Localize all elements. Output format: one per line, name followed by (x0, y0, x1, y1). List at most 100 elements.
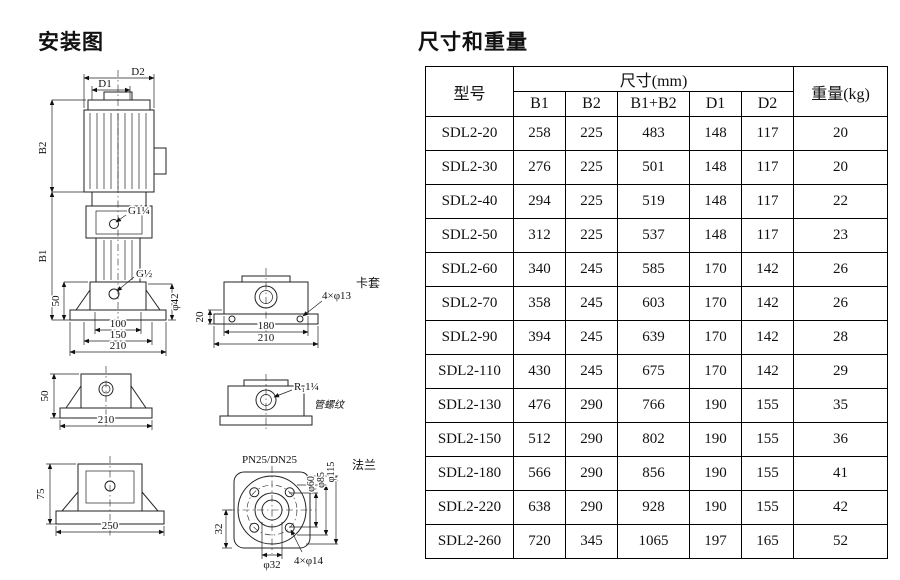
b2-cell: 345 (565, 524, 618, 559)
side-large-dim-250-label: 250 (102, 520, 119, 532)
weight-header: 重量(kg) (793, 66, 889, 117)
clamp-holes-label: 4×φ13 (322, 290, 352, 302)
b2-cell: 225 (565, 116, 618, 151)
b1b2-cell: 802 (617, 422, 690, 457)
dim-100-label: 100 (110, 318, 127, 330)
d2-cell: 117 (740, 116, 795, 151)
d1-cell: 170 (689, 320, 742, 355)
table-header-row-1: 型号 尺寸(mm) 重量(kg) (425, 66, 889, 117)
dimensions-title: 尺寸和重量 (418, 30, 528, 54)
b1b2-cell: 519 (617, 184, 690, 219)
clamp-note-label: 卡套 (356, 276, 380, 290)
b1b2-cell: 639 (617, 320, 690, 355)
b1b2-cell: 603 (617, 286, 690, 321)
weight-cell: 29 (793, 354, 889, 389)
weight-cell: 26 (793, 286, 889, 321)
d1-cell: 190 (689, 388, 742, 423)
b1-cell: 512 (513, 422, 566, 457)
dim-d2-label: D2 (131, 66, 144, 78)
b1-cell: 312 (513, 218, 566, 253)
side-view-large-dimensions (46, 463, 165, 536)
b1b2-cell: 766 (617, 388, 690, 423)
dim-sub-header: D1 (689, 91, 742, 117)
side-large-dim-75-label: 75 (35, 488, 47, 500)
b2-cell: 225 (565, 184, 618, 219)
model-cell: SDL2-70 (425, 286, 514, 321)
b2-cell: 290 (565, 456, 618, 491)
dim-50-label: 50 (50, 295, 62, 307)
d1-cell: 197 (689, 524, 742, 559)
clamp-dim-210-label: 210 (258, 332, 275, 344)
pump-assembly-dimensions (49, 74, 176, 356)
d1-cell: 190 (689, 456, 742, 491)
d1-cell: 170 (689, 286, 742, 321)
flange-dimensions (222, 475, 339, 559)
side-small-dim-50-label: 50 (39, 390, 51, 402)
weight-cell: 52 (793, 524, 889, 559)
b1b2-cell: 585 (617, 252, 690, 287)
d2-cell: 142 (740, 286, 795, 321)
weight-cell: 42 (793, 490, 889, 525)
thread-label: R₁1¼ (294, 381, 319, 393)
b1-cell: 566 (513, 456, 566, 491)
clamp-base-view (213, 268, 319, 332)
model-cell: SDL2-220 (425, 490, 514, 525)
d1-cell: 170 (689, 354, 742, 389)
weight-cell: 41 (793, 456, 889, 491)
d1-cell: 148 (689, 218, 742, 253)
b1-cell: 476 (513, 388, 566, 423)
model-cell: SDL2-60 (425, 252, 514, 287)
b2-cell: 290 (565, 490, 618, 525)
b1b2-cell: 1065 (617, 524, 690, 559)
model-header: 型号 (425, 66, 514, 117)
d2-cell: 165 (740, 524, 795, 559)
clamp-dim-180-label: 180 (258, 320, 275, 332)
b1-cell: 340 (513, 252, 566, 287)
b1b2-cell: 501 (617, 150, 690, 185)
b1-cell: 638 (513, 490, 566, 525)
flange-note-label: 法兰 (352, 458, 376, 472)
dim-sub-header: B1 (513, 91, 566, 117)
b2-cell: 245 (565, 320, 618, 355)
b1b2-cell: 675 (617, 354, 690, 389)
d2-cell: 142 (740, 252, 795, 287)
weight-cell: 20 (793, 116, 889, 151)
b1b2-cell: 928 (617, 490, 690, 525)
b2-cell: 290 (565, 422, 618, 457)
b1-cell: 720 (513, 524, 566, 559)
dim-sub-header: B1+B2 (617, 91, 690, 117)
b1-cell: 258 (513, 116, 566, 151)
dim-sub-header: B2 (565, 91, 618, 117)
b2-cell: 245 (565, 354, 618, 389)
dims-header: 尺寸(mm) (512, 66, 795, 92)
weight-cell: 36 (793, 422, 889, 457)
installation-title: 安装图 (38, 30, 104, 54)
flange-rating-label: PN25/DN25 (242, 454, 298, 466)
model-cell: SDL2-20 (425, 116, 514, 151)
thread-base-view (219, 374, 313, 432)
flange-dim-phi60-label: φ60 (306, 476, 317, 492)
weight-cell: 20 (793, 150, 889, 185)
d2-cell: 117 (740, 218, 795, 253)
d2-cell: 142 (740, 320, 795, 355)
model-cell: SDL2-180 (425, 456, 514, 491)
dim-sub-header: D2 (740, 91, 795, 117)
port-g114-label: G1¼ (128, 205, 150, 217)
dim-150-label: 150 (110, 329, 127, 341)
port-g12-label: G½ (136, 268, 152, 280)
side-view-small (59, 366, 153, 426)
flange-dim-32-label: 32 (213, 524, 225, 535)
b1b2-cell: 537 (617, 218, 690, 253)
